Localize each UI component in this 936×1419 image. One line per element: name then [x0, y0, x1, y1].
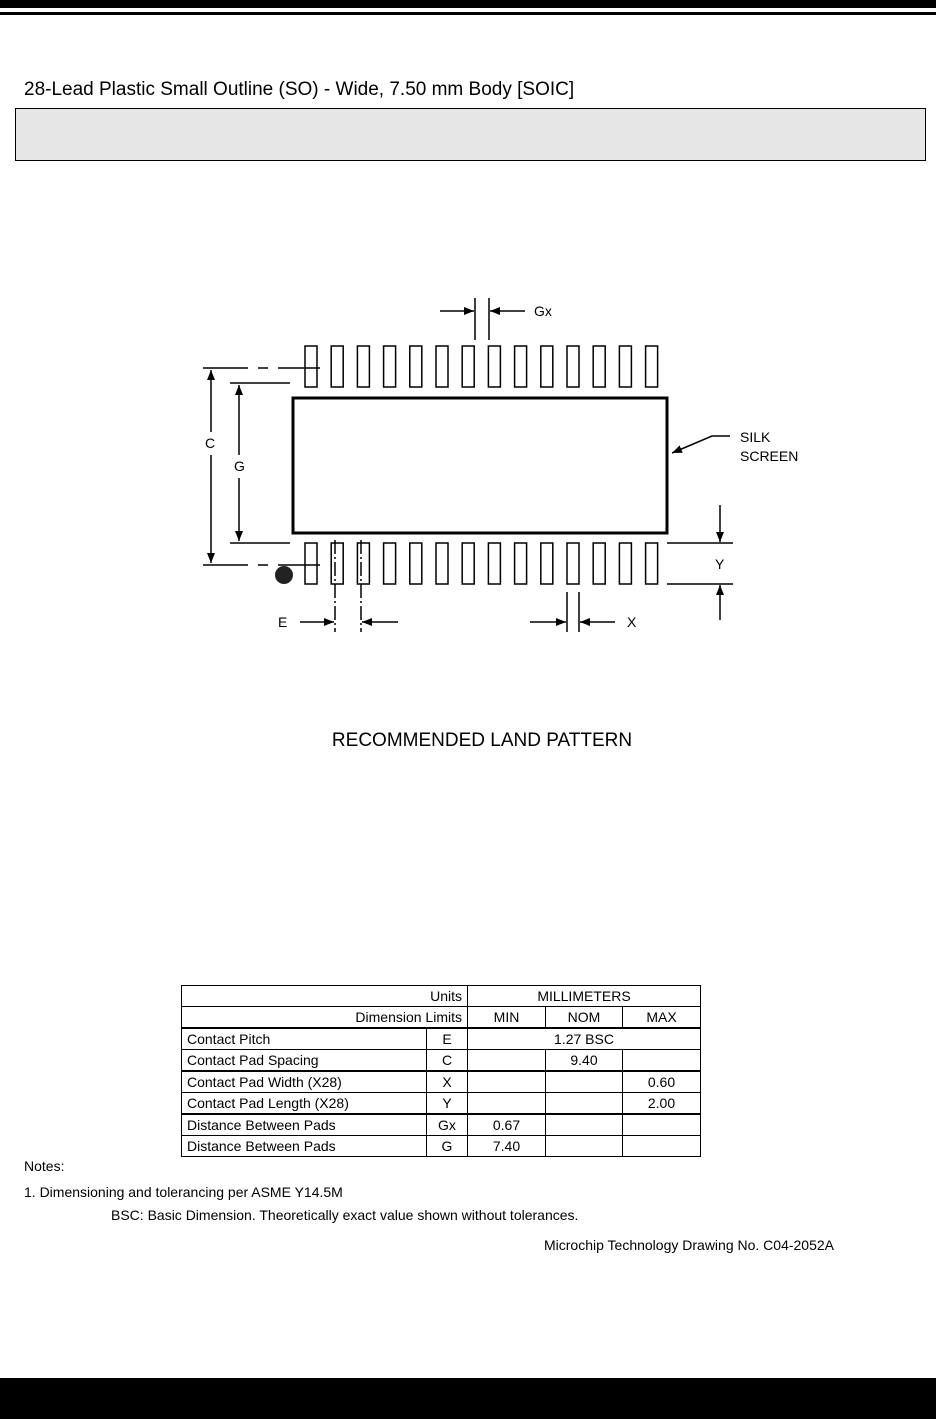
contact-pad — [304, 345, 318, 388]
contact-pad — [566, 542, 580, 585]
pads-bottom-row — [304, 542, 659, 585]
row-symbol: C — [426, 1049, 468, 1072]
header-max: MAX — [622, 1006, 701, 1029]
header-nom: NOM — [545, 1006, 623, 1029]
row-symbol: E — [426, 1027, 468, 1050]
label-e: E — [278, 614, 287, 630]
contact-pad — [304, 542, 318, 585]
contact-pad — [435, 345, 449, 388]
row-nom: 9.40 — [545, 1049, 623, 1072]
row-max: 0.60 — [622, 1070, 701, 1093]
row-symbol: X — [426, 1070, 468, 1093]
table-row: Contact Pitch E 1.27 BSC — [181, 1027, 701, 1050]
contact-pad — [566, 345, 580, 388]
row-symbol: Gx — [426, 1113, 468, 1136]
label-c: C — [205, 435, 215, 451]
row-max — [622, 1049, 701, 1072]
label-x: X — [627, 614, 637, 630]
row-nom — [545, 1070, 623, 1093]
units-label: Units — [181, 985, 468, 1007]
contact-pad — [356, 542, 371, 585]
header-rule — [0, 12, 936, 15]
contact-pad — [330, 542, 344, 585]
drawing-number: Microchip Technology Drawing No. C04-205… — [544, 1237, 835, 1253]
label-screen: SCREEN — [740, 448, 798, 464]
table-row: Contact Pad Width (X28) X 0.60 — [181, 1070, 701, 1093]
row-max — [622, 1135, 701, 1157]
contact-pad — [409, 542, 423, 585]
row-name: Contact Pitch — [181, 1027, 427, 1050]
page-title: 28-Lead Plastic Small Outline (SO) - Wid… — [24, 79, 575, 100]
row-name: Contact Pad Length (X28) — [181, 1092, 427, 1115]
label-silk: SILK — [740, 429, 771, 445]
contact-pad — [382, 542, 397, 585]
row-min: 0.67 — [467, 1113, 546, 1136]
footer-bar — [0, 1378, 936, 1419]
contact-pad — [409, 345, 423, 388]
contact-pad — [382, 345, 397, 388]
units-value: MILLIMETERS — [467, 985, 701, 1007]
row-max: 2.00 — [622, 1092, 701, 1115]
row-symbol: G — [426, 1135, 468, 1157]
land-pattern-diagram: Gx C G SILK SCREEN Y E X — [203, 298, 798, 632]
diagram-caption: RECOMMENDED LAND PATTERN — [331, 730, 633, 751]
contact-pad — [461, 345, 475, 388]
row-name: Distance Between Pads — [181, 1113, 427, 1136]
silkscreen-outline — [291, 396, 669, 535]
contact-pad — [330, 345, 344, 388]
row-value: 1.27 BSC — [467, 1027, 701, 1050]
row-min — [467, 1092, 546, 1115]
table-row: Contact Pad Spacing C 9.40 — [181, 1049, 701, 1072]
row-nom — [545, 1092, 623, 1115]
contact-pad — [644, 542, 659, 585]
contact-pad — [487, 345, 502, 388]
contact-pad — [540, 542, 554, 585]
row-min: 7.40 — [467, 1135, 546, 1157]
table-row: Distance Between Pads Gx 0.67 — [181, 1113, 701, 1136]
row-min — [467, 1049, 546, 1072]
gray-banner — [15, 108, 926, 161]
contact-pad — [513, 542, 528, 585]
dimension-lines — [203, 298, 733, 632]
pads-top-row — [304, 345, 659, 388]
header-bar — [0, 0, 936, 8]
note-bsc: BSC: Basic Dimension. Theoretically exac… — [111, 1207, 579, 1223]
label-gx: Gx — [534, 303, 552, 319]
pin1-marker — [275, 566, 293, 584]
contact-pad — [461, 542, 475, 585]
row-max — [622, 1113, 701, 1136]
table-row: Contact Pad Length (X28) Y 2.00 — [181, 1092, 701, 1115]
contact-pad — [644, 345, 659, 388]
note-1: 1. Dimensioning and tolerancing per ASME… — [24, 1184, 343, 1200]
row-nom — [545, 1113, 623, 1136]
contact-pad — [513, 345, 528, 388]
contact-pad — [435, 542, 449, 585]
row-min — [467, 1070, 546, 1093]
label-y: Y — [715, 556, 725, 572]
limits-label: Dimension Limits — [181, 1006, 468, 1029]
contact-pad — [618, 345, 633, 388]
dimensions-table: Units MILLIMETERS Dimension Limits MIN N… — [181, 985, 701, 1157]
header-min: MIN — [467, 1006, 546, 1029]
notes-heading: Notes: — [24, 1158, 65, 1174]
row-symbol: Y — [426, 1092, 468, 1115]
row-nom — [545, 1135, 623, 1157]
contact-pad — [540, 345, 554, 388]
label-g: G — [234, 458, 245, 474]
contact-pad — [618, 542, 633, 585]
row-name: Contact Pad Width (X28) — [181, 1070, 427, 1093]
table-row: Distance Between Pads G 7.40 — [181, 1135, 701, 1157]
row-name: Contact Pad Spacing — [181, 1049, 427, 1072]
row-name: Distance Between Pads — [181, 1135, 427, 1157]
contact-pad — [356, 345, 371, 388]
contact-pad — [487, 542, 502, 585]
contact-pad — [592, 345, 606, 388]
contact-pad — [592, 542, 606, 585]
